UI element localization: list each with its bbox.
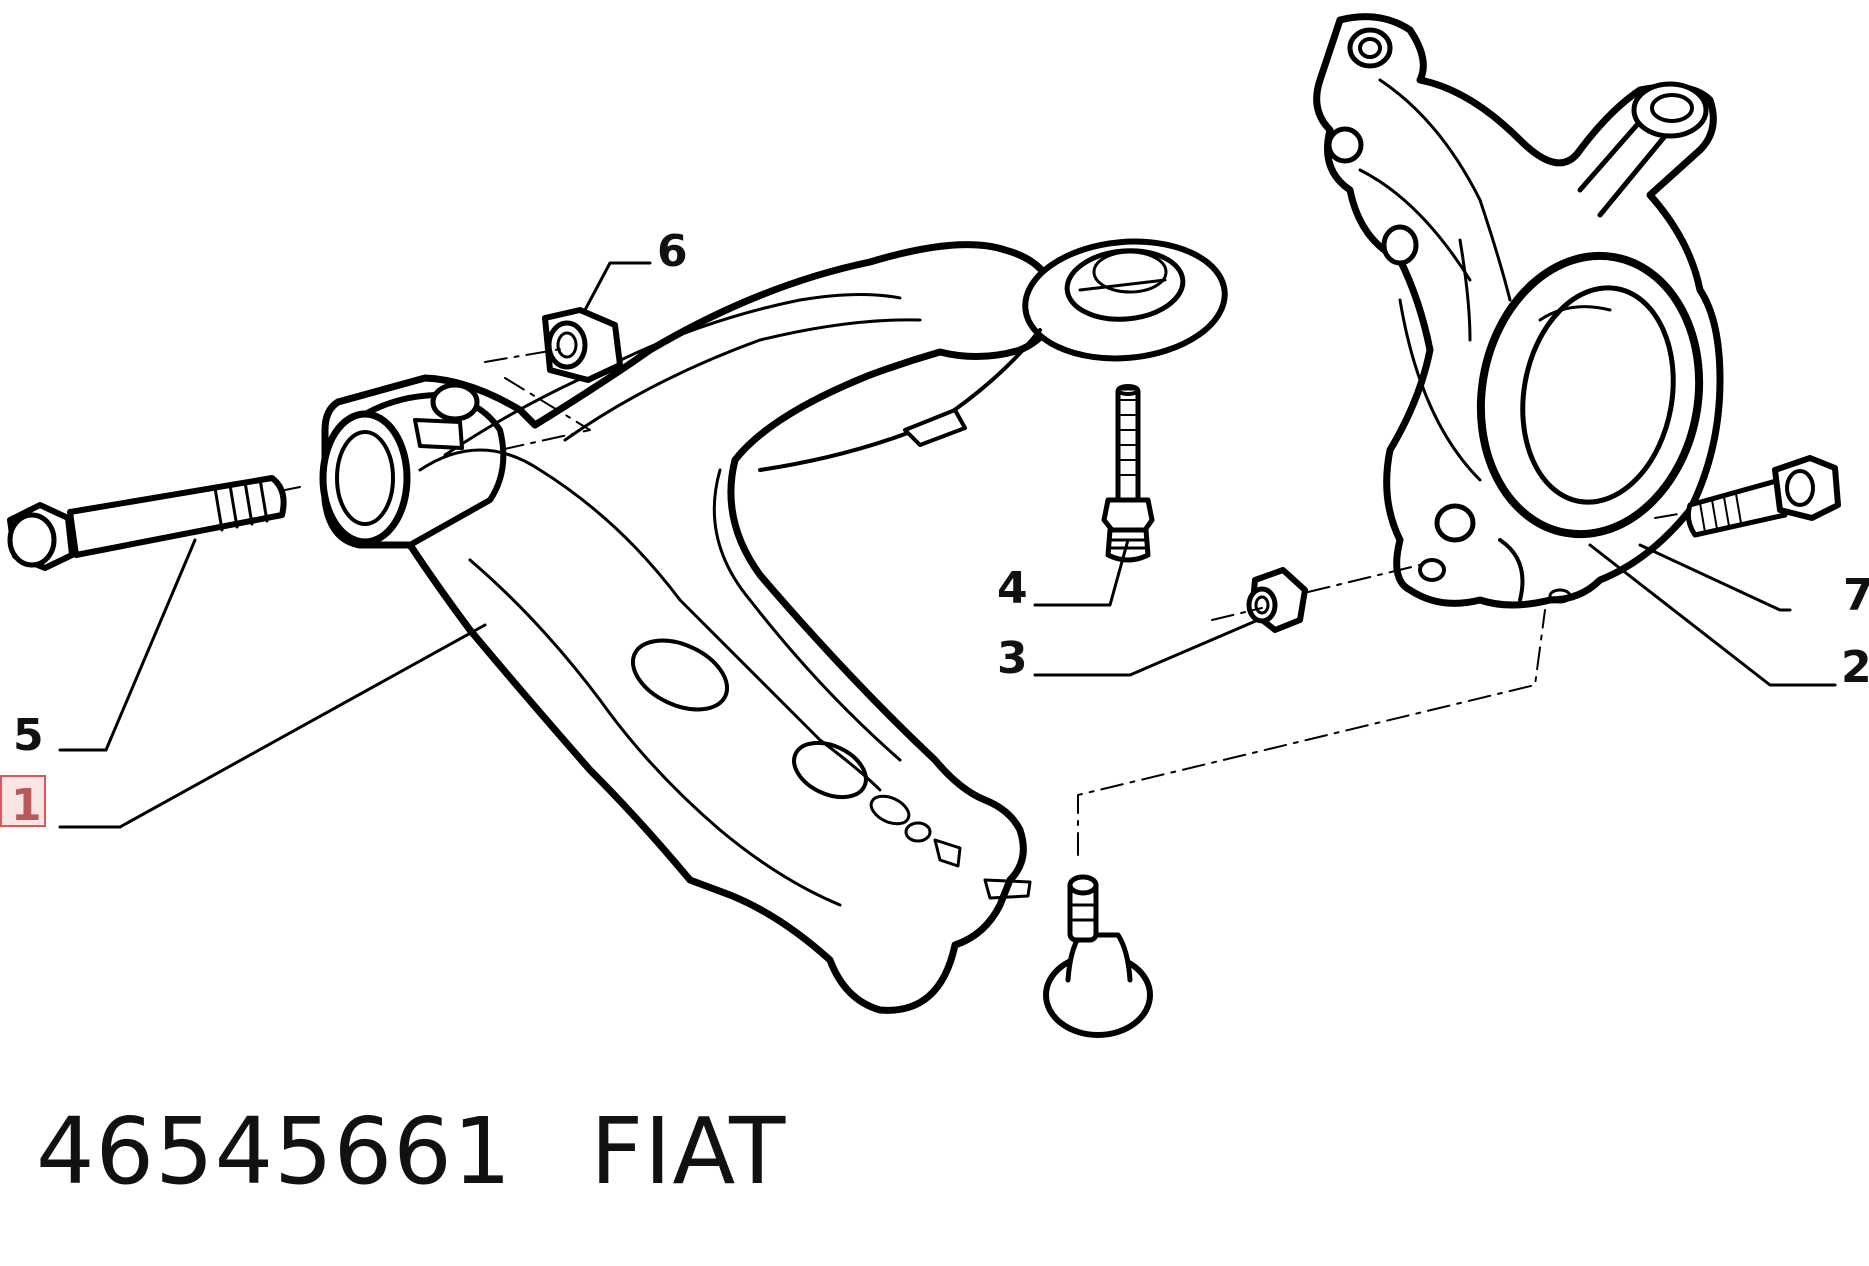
callout-3: 3	[997, 633, 1028, 684]
callout-5: 5	[13, 710, 44, 761]
callout-1-highlight	[0, 775, 46, 827]
bolt-part-5	[7, 475, 287, 571]
callout-7: 7	[1843, 570, 1869, 621]
callout-2: 2	[1841, 642, 1869, 693]
nut-part-6	[542, 307, 623, 383]
callout-6: 6	[657, 226, 688, 277]
stud-part-4	[1101, 384, 1155, 563]
brand-name: FIAT	[590, 1098, 787, 1205]
caption: 46545661 FIAT	[36, 1098, 786, 1205]
nut-part-3	[1246, 567, 1308, 633]
part-number: 46545661	[36, 1098, 513, 1205]
bolt-part-7	[1685, 455, 1841, 538]
steering-knuckle	[1313, 13, 1724, 609]
assembly-lines	[284, 347, 1691, 856]
callout-labels: 1 2 3 4 5 6 7	[0, 226, 1869, 831]
leader-lines	[58, 261, 1837, 829]
callout-1: 1	[11, 780, 42, 831]
callout-4: 4	[997, 563, 1028, 614]
control-arm	[319, 238, 1228, 1038]
